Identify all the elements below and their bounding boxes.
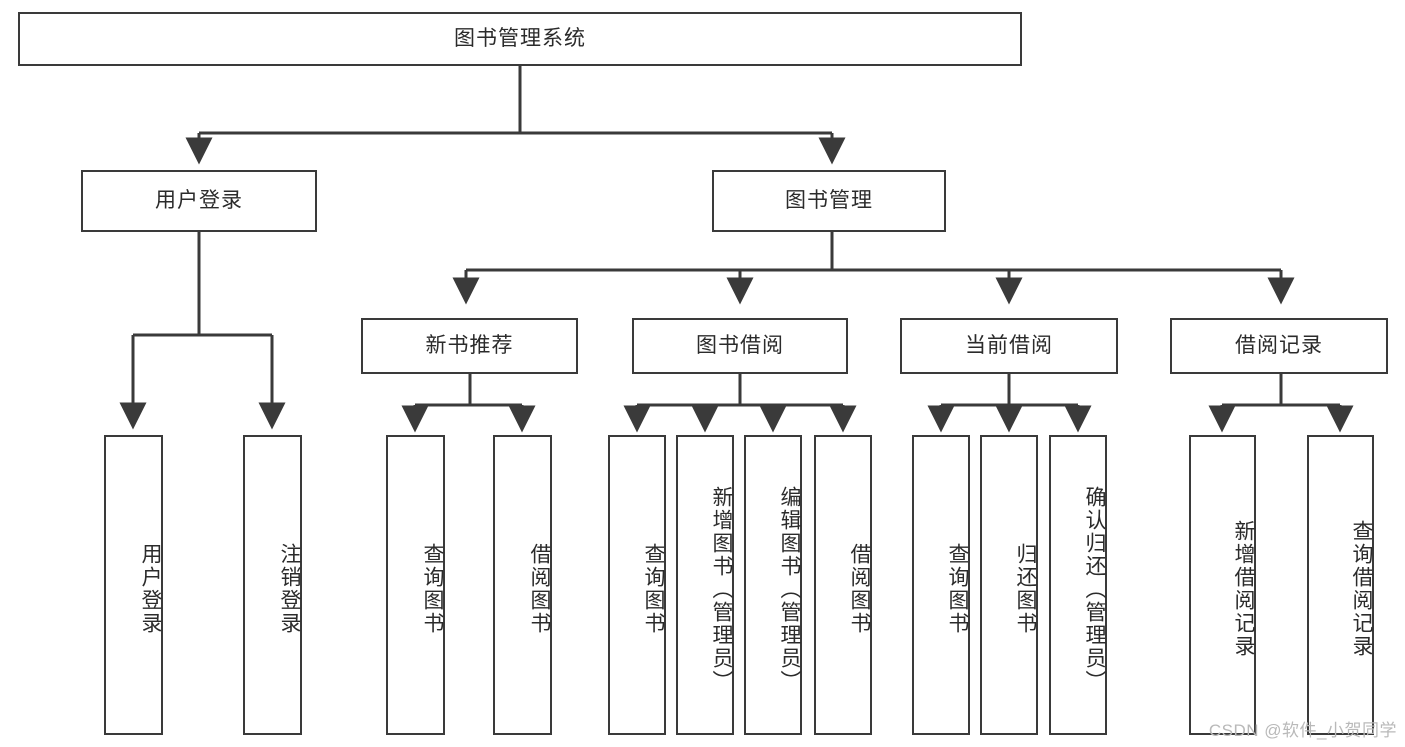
node-leaf-confirm-return-label: 确认归还（管理员） bbox=[1083, 485, 1106, 693]
node-book-manage-label: 图书管理 bbox=[785, 189, 873, 213]
node-root[interactable]: 图书管理系统 bbox=[18, 12, 1022, 66]
node-book-manage[interactable]: 图书管理 bbox=[712, 170, 946, 232]
node-book-borrow[interactable]: 图书借阅 bbox=[632, 318, 848, 374]
node-leaf-borrow-book-2[interactable]: 借阅图书 bbox=[814, 435, 872, 735]
node-leaf-query-book-1-label: 查询图书 bbox=[421, 543, 444, 635]
node-leaf-query-record-label: 查询借阅记录 bbox=[1350, 520, 1373, 658]
node-leaf-confirm-return[interactable]: 确认归还（管理员） bbox=[1049, 435, 1107, 735]
node-new-book-rec-label: 新书推荐 bbox=[425, 334, 514, 358]
node-leaf-logout-login-label: 注销登录 bbox=[278, 543, 301, 635]
node-current-borrow[interactable]: 当前借阅 bbox=[900, 318, 1118, 374]
node-leaf-query-record[interactable]: 查询借阅记录 bbox=[1307, 435, 1374, 735]
node-leaf-edit-book-label: 编辑图书（管理员） bbox=[778, 485, 801, 693]
node-leaf-add-record-label: 新增借阅记录 bbox=[1232, 520, 1255, 658]
node-borrow-record-label: 借阅记录 bbox=[1235, 334, 1323, 358]
node-leaf-return-book-label: 归还图书 bbox=[1014, 543, 1037, 635]
node-leaf-query-book-3-label: 查询图书 bbox=[946, 543, 969, 635]
node-leaf-user-login-label: 用户登录 bbox=[139, 543, 162, 635]
node-user-login-label: 用户登录 bbox=[155, 189, 243, 213]
node-leaf-query-book-2[interactable]: 查询图书 bbox=[608, 435, 666, 735]
node-leaf-edit-book[interactable]: 编辑图书（管理员） bbox=[744, 435, 802, 735]
node-leaf-logout-login[interactable]: 注销登录 bbox=[243, 435, 302, 735]
node-leaf-add-book-label: 新增图书（管理员） bbox=[710, 485, 733, 693]
node-leaf-user-login[interactable]: 用户登录 bbox=[104, 435, 163, 735]
node-leaf-add-book[interactable]: 新增图书（管理员） bbox=[676, 435, 734, 735]
node-book-borrow-label: 图书借阅 bbox=[696, 334, 784, 358]
node-leaf-query-book-1[interactable]: 查询图书 bbox=[386, 435, 445, 735]
node-leaf-return-book[interactable]: 归还图书 bbox=[980, 435, 1038, 735]
node-leaf-borrow-book-1[interactable]: 借阅图书 bbox=[493, 435, 552, 735]
node-root-label: 图书管理系统 bbox=[454, 27, 586, 51]
node-leaf-query-book-3[interactable]: 查询图书 bbox=[912, 435, 970, 735]
node-new-book-rec[interactable]: 新书推荐 bbox=[361, 318, 578, 374]
node-user-login[interactable]: 用户登录 bbox=[81, 170, 317, 232]
node-leaf-borrow-book-2-label: 借阅图书 bbox=[848, 543, 871, 635]
watermark: CSDN @软件_小贺同学 bbox=[1208, 721, 1397, 740]
node-leaf-query-book-2-label: 查询图书 bbox=[642, 543, 665, 635]
node-leaf-borrow-book-1-label: 借阅图书 bbox=[528, 543, 551, 635]
node-current-borrow-label: 当前借阅 bbox=[965, 334, 1053, 358]
node-borrow-record[interactable]: 借阅记录 bbox=[1170, 318, 1388, 374]
node-leaf-add-record[interactable]: 新增借阅记录 bbox=[1189, 435, 1256, 735]
